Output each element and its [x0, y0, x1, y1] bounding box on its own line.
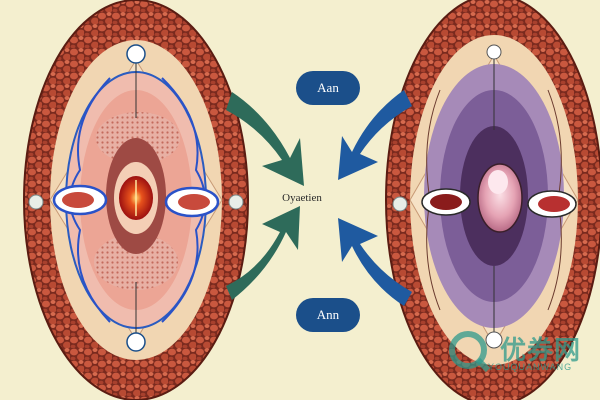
top-label-pill: Aan [296, 71, 360, 105]
right-side-kidney-right [538, 196, 570, 212]
watermark-text: 优券网 [500, 335, 582, 365]
blue-arrow-upper [338, 90, 412, 180]
left-side-kidney-right [178, 194, 210, 210]
left-top-marker [126, 44, 146, 64]
green-arrow-lower [226, 206, 300, 300]
watermark-subtext: YOUQUANWANG [488, 362, 573, 372]
right-edge-marker-left [392, 196, 408, 212]
left-edge-marker-right [228, 194, 244, 210]
left-dotted-lower [94, 234, 178, 290]
green-arrow-upper [226, 92, 304, 186]
right-side-kidney-left [430, 194, 462, 210]
right-top-marker [486, 44, 502, 60]
left-dotted-upper [96, 112, 180, 164]
watermark: 优券网 YOUQUANWANG [448, 326, 598, 386]
right-pink-highlight [488, 170, 508, 194]
blue-arrow-lower [338, 218, 412, 306]
right-organ [385, 0, 600, 400]
watermark-logo [449, 331, 491, 373]
bottom-label-pill: Ann [296, 298, 360, 332]
left-side-kidney-left [62, 192, 94, 208]
left-edge-marker-left [28, 194, 44, 210]
left-bottom-marker [126, 332, 146, 352]
left-organ [23, 0, 249, 400]
right-bottom-marker [485, 331, 503, 349]
center-label: Oyaetien [282, 192, 322, 204]
arrows [226, 90, 412, 306]
